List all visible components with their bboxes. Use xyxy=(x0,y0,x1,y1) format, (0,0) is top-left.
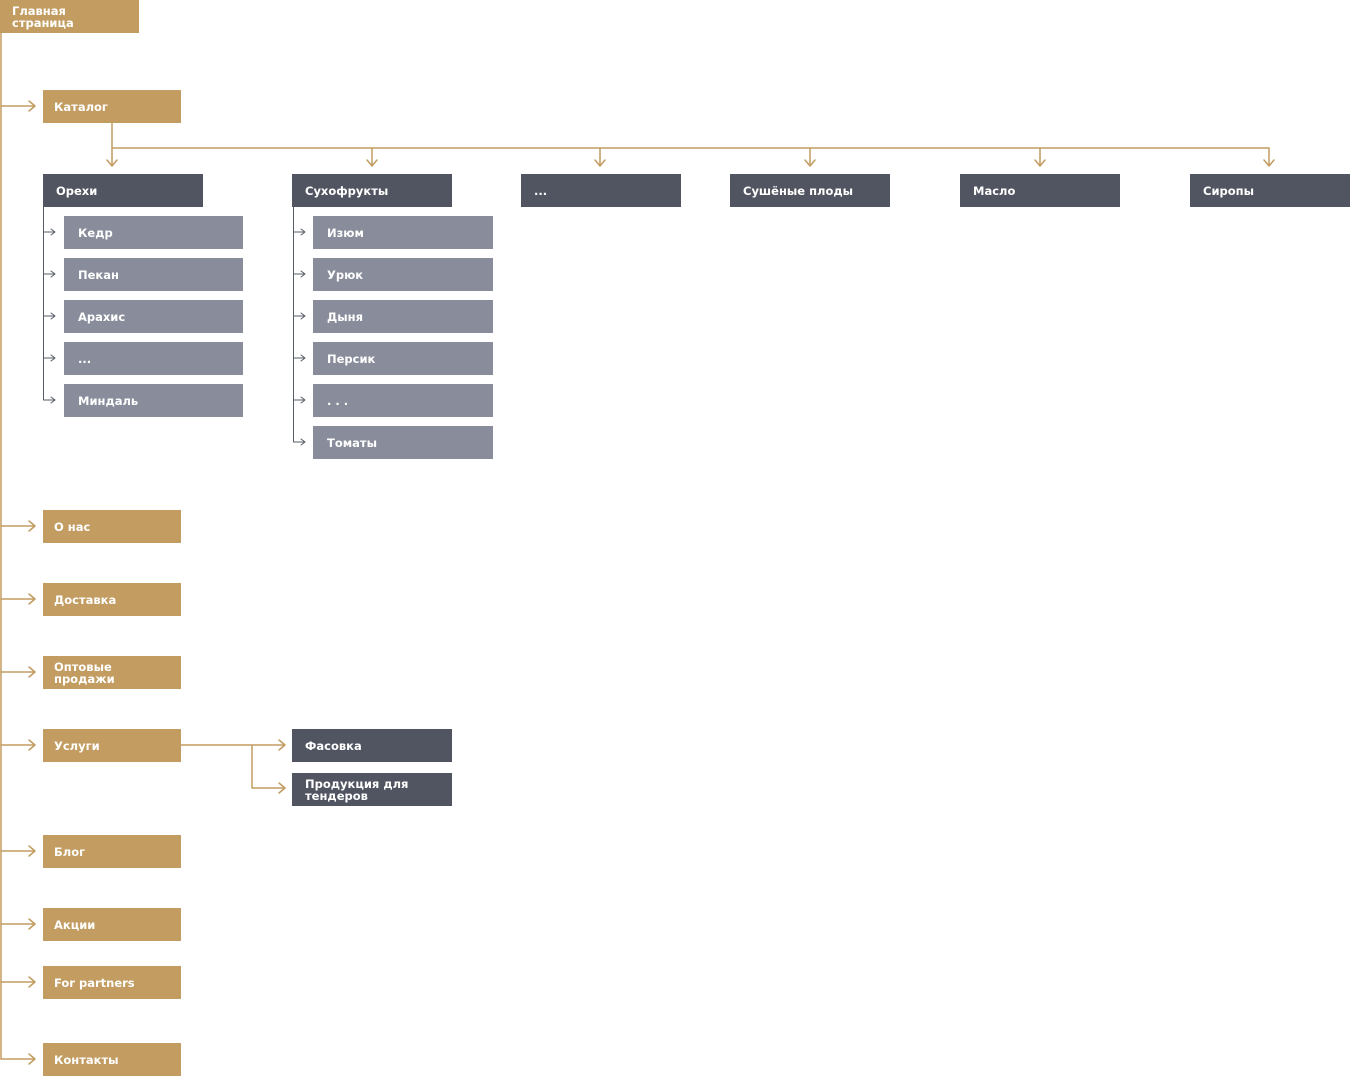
arrow-to-catalog xyxy=(0,100,36,112)
arrow-to-partners xyxy=(0,976,36,988)
dried-fruits-subtree-line xyxy=(293,206,306,443)
subcategory-nuts-item[interactable]: Пекан xyxy=(64,258,243,291)
subcategory-nuts-item[interactable]: Арахис xyxy=(64,300,243,333)
nuts-subtree-line xyxy=(43,206,56,401)
subcategory-nuts-item[interactable]: Кедр xyxy=(64,216,243,249)
arrow-to-category-5 xyxy=(1034,147,1046,167)
nuts-arrow-1 xyxy=(43,228,56,236)
node-partners[interactable]: For partners xyxy=(43,966,181,999)
dried-arrow-2 xyxy=(293,270,306,278)
subcategory-dried-item[interactable]: Изюм xyxy=(313,216,493,249)
arrow-to-about xyxy=(0,520,36,532)
category-oil[interactable]: Масло xyxy=(960,174,1120,207)
arrow-to-category-2 xyxy=(366,147,378,167)
service-packaging[interactable]: Фасовка xyxy=(292,729,452,762)
dried-arrow-4 xyxy=(293,354,306,362)
arrow-to-category-1 xyxy=(106,147,118,167)
arrow-to-category-6 xyxy=(1263,147,1275,167)
services-branch-line xyxy=(180,739,286,794)
dried-arrow-3 xyxy=(293,312,306,320)
subcategory-nuts-item[interactable]: Миндаль xyxy=(64,384,243,417)
service-tender-products[interactable]: Продукция для тендеров xyxy=(292,773,452,806)
arrow-to-blog xyxy=(0,845,36,857)
subcategory-dried-item[interactable]: Персик xyxy=(313,342,493,375)
nuts-arrow-3 xyxy=(43,312,56,320)
dried-arrow-5 xyxy=(293,396,306,404)
node-promotions[interactable]: Акции xyxy=(43,908,181,941)
category-more[interactable]: ... xyxy=(521,174,681,207)
subcategory-dried-item[interactable]: Урюк xyxy=(313,258,493,291)
arrow-to-promotions xyxy=(0,918,36,930)
node-about[interactable]: О нас xyxy=(43,510,181,543)
node-contacts[interactable]: Контакты xyxy=(43,1043,181,1076)
node-blog[interactable]: Блог xyxy=(43,835,181,868)
nuts-arrow-4 xyxy=(43,354,56,362)
nuts-arrow-5 xyxy=(50,396,56,404)
category-syrups[interactable]: Сиропы xyxy=(1190,174,1350,207)
node-home[interactable]: Главная страница xyxy=(0,0,139,33)
dried-arrow-6 xyxy=(300,438,306,446)
arrow-to-delivery xyxy=(0,593,36,605)
subcategory-dried-item[interactable]: Дыня xyxy=(313,300,493,333)
arrow-to-contacts xyxy=(0,1053,36,1065)
node-catalog[interactable]: Каталог xyxy=(43,90,181,123)
category-nuts[interactable]: Орехи xyxy=(43,174,203,207)
arrow-to-category-3 xyxy=(594,147,606,167)
subcategory-dried-item[interactable]: . . . xyxy=(313,384,493,417)
dried-arrow-1 xyxy=(293,228,306,236)
arrow-to-category-4 xyxy=(804,147,816,167)
subcategory-nuts-item[interactable]: ... xyxy=(64,342,243,375)
category-dried-fruits[interactable]: Сухофрукты xyxy=(292,174,452,207)
category-dried-produce[interactable]: Сушёные плоды xyxy=(730,174,890,207)
node-services[interactable]: Услуги xyxy=(43,729,181,762)
arrow-to-services xyxy=(0,739,36,751)
arrow-to-wholesale xyxy=(0,666,36,678)
catalog-branch-line xyxy=(111,121,1270,149)
subcategory-dried-item[interactable]: Томаты xyxy=(313,426,493,459)
node-wholesale[interactable]: Оптовые продажи xyxy=(43,656,181,689)
node-delivery[interactable]: Доставка xyxy=(43,583,181,616)
nuts-arrow-2 xyxy=(43,270,56,278)
